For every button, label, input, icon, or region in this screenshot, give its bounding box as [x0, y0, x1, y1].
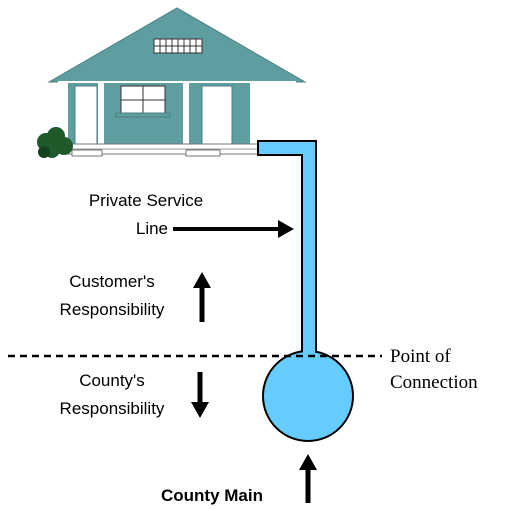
- arrow-right-icon: [173, 220, 294, 238]
- point-of-connection-label-2: Connection: [390, 372, 478, 393]
- bush-icon: [37, 127, 73, 158]
- private-service-label-1: Private Service: [89, 191, 203, 210]
- customers-responsibility-label-2: Responsibility: [60, 300, 165, 319]
- arrow-down-icon: [191, 372, 209, 418]
- countys-responsibility-label-1: County's: [79, 371, 145, 390]
- county-main-pipe: [262, 350, 354, 442]
- point-of-connection-label-1: Point of: [390, 346, 451, 367]
- house-icon: [47, 7, 307, 157]
- private-service-pipe: [257, 140, 317, 361]
- customers-responsibility-label-1: Customer's: [69, 272, 154, 291]
- pipe-neck: [303, 345, 315, 357]
- private-service-label-2: Line: [136, 219, 168, 238]
- countys-responsibility-label-2: Responsibility: [60, 399, 165, 418]
- arrow-up-icon: [299, 454, 317, 503]
- county-main-label: County Main: [161, 486, 263, 505]
- arrow-up-icon: [193, 272, 211, 322]
